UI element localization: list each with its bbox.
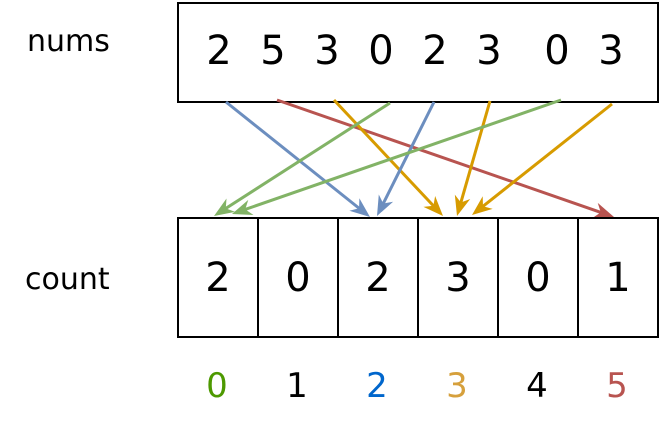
arrow-0 <box>214 101 391 216</box>
count-cell: 0 <box>257 217 339 338</box>
arrow-5 <box>276 98 614 218</box>
count-cell: 0 <box>497 217 579 338</box>
nums-element: 2 <box>206 28 232 74</box>
arrow-3 <box>332 98 443 216</box>
nums-element: 0 <box>368 28 394 74</box>
index-label: 5 <box>606 366 628 406</box>
arrow-3 <box>454 100 492 216</box>
nums-element: 3 <box>314 28 340 74</box>
index-label: 1 <box>286 366 308 406</box>
index-label: 3 <box>446 366 468 406</box>
arrow-2 <box>225 100 370 217</box>
nums-element: 0 <box>544 28 570 74</box>
count-cell: 1 <box>577 217 659 338</box>
nums-element: 2 <box>422 28 448 74</box>
index-label: 4 <box>526 366 548 406</box>
count-cell: 2 <box>337 217 419 338</box>
count-cell: 2 <box>177 217 259 338</box>
nums-array <box>177 2 659 103</box>
nums-element: 3 <box>476 28 502 74</box>
nums-label: nums <box>27 24 110 59</box>
index-label: 2 <box>366 366 388 406</box>
count-label: count <box>25 262 110 297</box>
count-cell: 3 <box>417 217 499 338</box>
nums-element: 5 <box>260 28 286 74</box>
arrow-0 <box>232 98 562 216</box>
nums-element: 3 <box>598 28 624 74</box>
index-label: 0 <box>206 366 228 406</box>
arrow-3 <box>472 102 613 215</box>
